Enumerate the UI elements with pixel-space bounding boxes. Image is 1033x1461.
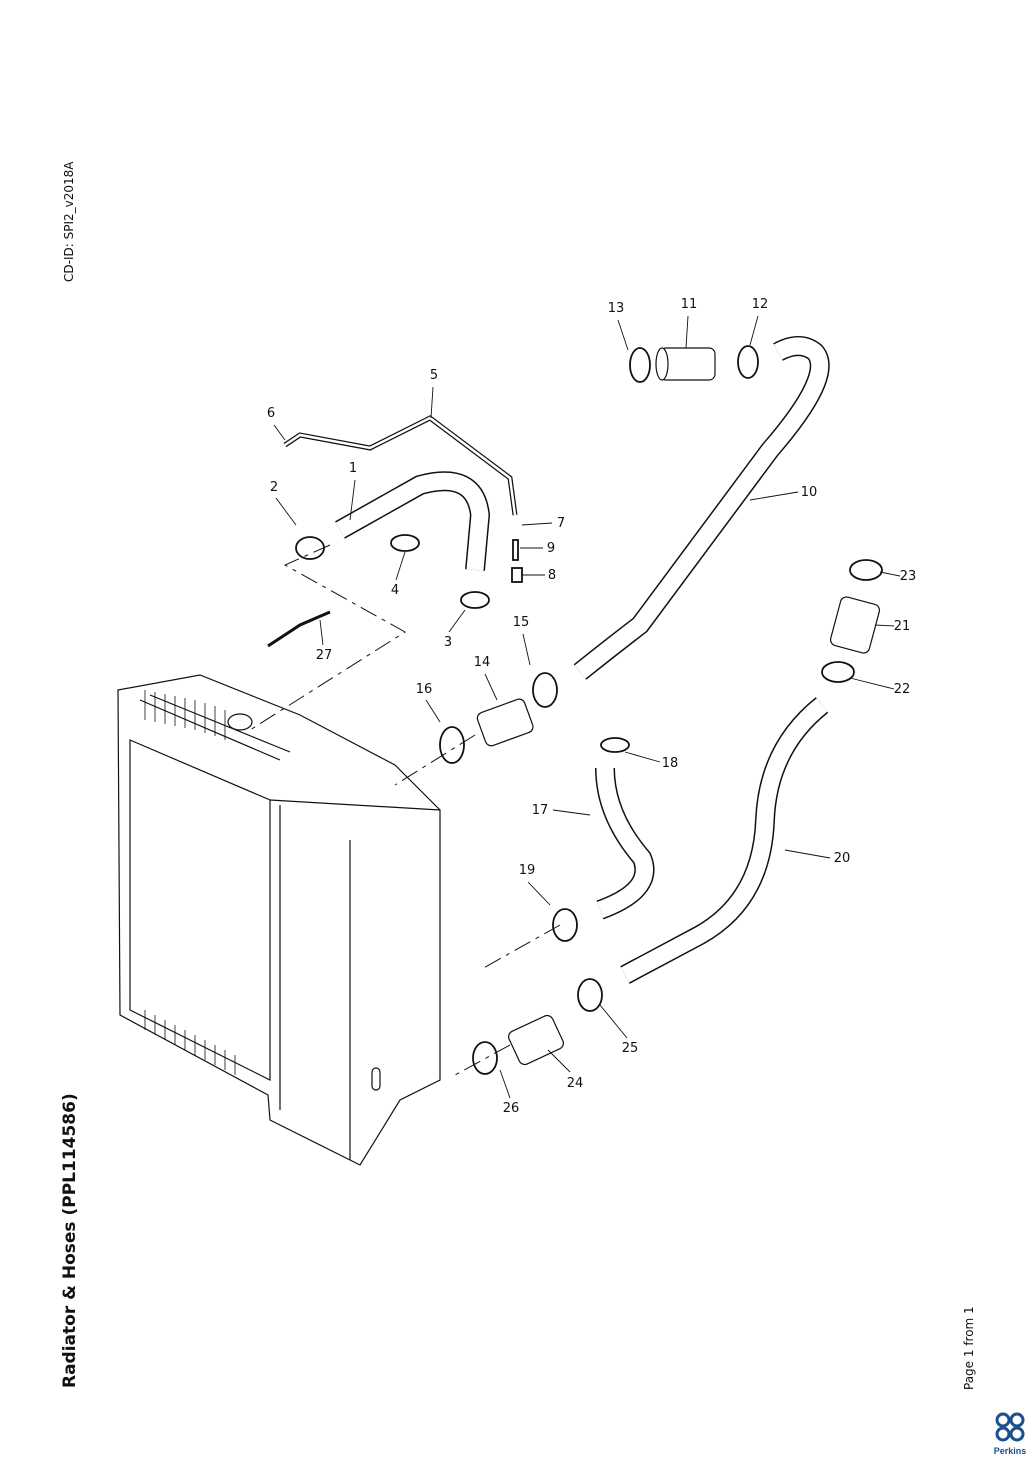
callout-10: 10: [801, 485, 818, 500]
perkins-logo-icon: [995, 1412, 1025, 1442]
callout-14: 14: [474, 655, 491, 670]
callout-9: 9: [547, 541, 555, 556]
callout-3: 3: [444, 635, 452, 650]
callout-25: 25: [622, 1041, 639, 1056]
callout-27: 27: [316, 648, 333, 663]
callout-13: 13: [608, 301, 625, 316]
perkins-logo-text: Perkins: [993, 1446, 1027, 1456]
callout-22: 22: [894, 682, 911, 697]
perkins-logo: Perkins: [990, 1412, 1030, 1456]
callout-24: 24: [567, 1076, 584, 1091]
callout-18: 18: [662, 756, 679, 771]
callout-26: 26: [503, 1101, 520, 1116]
callout-17: 17: [532, 803, 549, 818]
callout-23: 23: [900, 569, 917, 584]
callout-8: 8: [548, 568, 556, 583]
callout-19: 19: [519, 863, 536, 878]
callout-6: 6: [267, 406, 275, 421]
callout-4: 4: [391, 583, 399, 598]
callout-21: 21: [894, 619, 911, 634]
callout-16: 16: [416, 682, 433, 697]
callout-1: 1: [349, 461, 357, 476]
callout-2: 2: [270, 480, 278, 495]
callout-12: 12: [752, 297, 769, 312]
callout-15: 15: [513, 615, 530, 630]
radiator: [117, 674, 441, 1166]
callout-5: 5: [430, 368, 438, 383]
callout-7: 7: [557, 516, 565, 531]
callout-20: 20: [834, 851, 851, 866]
callout-11: 11: [681, 297, 698, 312]
